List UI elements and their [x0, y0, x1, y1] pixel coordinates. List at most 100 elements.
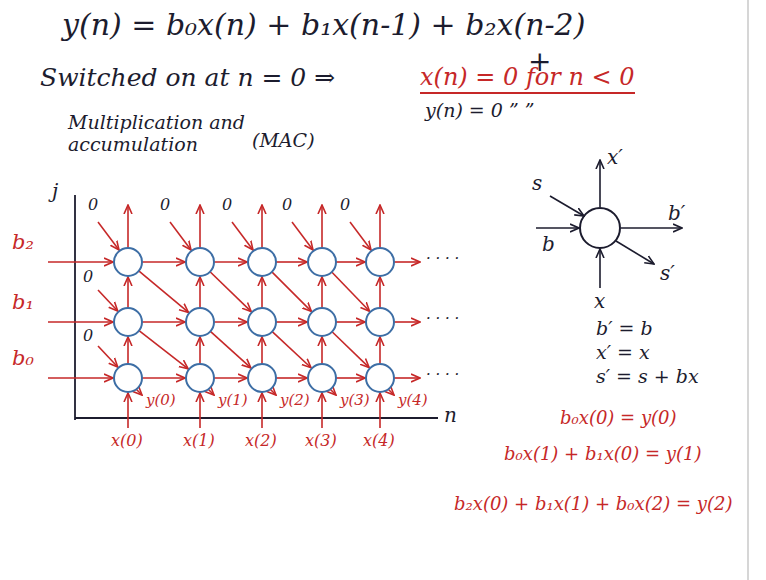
zero-input: 0 [340, 196, 350, 214]
zero-input: 0 [282, 196, 292, 214]
output-label: y(1) [218, 392, 248, 409]
input-line [321, 277, 323, 308]
output-label: y(0) [146, 392, 176, 409]
continuation-dots: · · · · [426, 250, 459, 267]
zero-input: 0 [83, 327, 93, 345]
input-line [127, 393, 129, 428]
partial-sum-line [272, 272, 311, 311]
input-line [261, 277, 263, 308]
partial-sum-line [170, 222, 191, 250]
cell-port-label: x [594, 290, 605, 313]
coefficient-line [336, 321, 365, 323]
partial-sum-line [210, 272, 251, 312]
s-input [550, 196, 584, 216]
partial-sum-line [98, 346, 118, 367]
b-output [621, 227, 682, 229]
input-label: x(2) [245, 432, 277, 450]
mac-circle [308, 248, 336, 276]
partial-sum-line [332, 272, 370, 311]
input-line [199, 393, 201, 428]
output-label: y(2) [280, 392, 310, 409]
mac-circle [114, 308, 142, 336]
coefficient-line [394, 261, 420, 263]
cell-port-label: s [532, 172, 542, 195]
mac-circle [248, 248, 276, 276]
mac-note: Multiplication and accumulation [68, 112, 248, 156]
input-line [261, 337, 263, 364]
continuation-dots: · · · · [426, 310, 459, 327]
partial-sum-line [272, 332, 311, 368]
coefficient-line [142, 321, 185, 323]
partial-sum-line [350, 222, 371, 250]
input-line [321, 337, 323, 364]
coefficient-line [276, 261, 307, 263]
output-label: y(4) [398, 392, 428, 409]
b-input [536, 227, 579, 229]
mac-circle [114, 364, 142, 392]
x-input [599, 249, 601, 288]
partial-sum-line [232, 222, 253, 250]
condition-note: Switched on at n = 0 ⇒ [40, 64, 335, 93]
input-label: x(0) [111, 432, 143, 450]
input-line [379, 205, 381, 248]
output-equation: b₀x(0) = y(0) [560, 408, 677, 429]
mac-circle [248, 308, 276, 336]
input-line [199, 337, 201, 364]
coefficient-line [142, 377, 185, 379]
output-equation: b₂x(0) + b₁x(1) + b₀x(2) = y(2) [454, 494, 744, 515]
cell-port-label: x′ [607, 146, 623, 169]
coefficient-line [394, 377, 420, 379]
coefficient-label: b₂ [12, 230, 34, 254]
input-line [379, 393, 381, 428]
mac-circle [308, 364, 336, 392]
coefficient-line [336, 261, 365, 263]
input-line [261, 393, 263, 428]
n-axis [75, 417, 438, 419]
cell-equation: x′ = x [596, 342, 650, 364]
zero-input: 0 [88, 196, 98, 214]
coefficient-line [214, 321, 247, 323]
partial-sum-line [332, 332, 369, 368]
partial-sum-line [98, 222, 119, 250]
axis-label: n [444, 404, 457, 427]
coefficient-line [142, 261, 185, 263]
mac-circle [366, 308, 394, 336]
input-line [199, 205, 201, 248]
coefficient-line [48, 377, 113, 379]
initial-condition: y(n) = 0 ” ” [425, 100, 534, 122]
input-label: x(1) [183, 432, 215, 450]
x-output [599, 160, 601, 207]
partial-sum-line [98, 290, 118, 311]
input-line [199, 277, 201, 308]
coefficient-line [48, 321, 113, 323]
output-label: y(3) [340, 392, 370, 409]
page-edge [747, 0, 749, 580]
coefficient-line [48, 261, 113, 263]
input-line [127, 337, 129, 364]
j-axis [74, 195, 76, 420]
mac-circle [114, 248, 142, 276]
coefficient-label: b₁ [12, 290, 34, 314]
input-line [261, 205, 263, 248]
partial-sum-line [210, 331, 250, 368]
axis-label: j [52, 180, 58, 203]
initial-condition: x(n) = 0 for n < 0 [420, 64, 635, 94]
mac-circle [186, 248, 214, 276]
cell-port-label: s′ [660, 262, 675, 285]
equation-title: y(n) = b₀x(n) + b₁x(n-1) + b₂x(n-2) [62, 8, 585, 43]
mac-note: (MAC) [252, 130, 315, 152]
coefficient-line [394, 321, 420, 323]
zero-input: 0 [160, 196, 170, 214]
coefficient-line [276, 321, 307, 323]
mac-circle [366, 364, 394, 392]
coefficient-label: b₀ [12, 346, 34, 370]
mac-circle [308, 308, 336, 336]
mac-grid [48, 205, 420, 428]
cell-port-label: b′ [668, 202, 685, 225]
mac-circle [248, 364, 276, 392]
coefficient-line [276, 377, 307, 379]
output-equation: b₀x(1) + b₁x(0) = y(1) [504, 444, 744, 465]
coefficient-line [214, 261, 247, 263]
continuation-dots: · · · · [426, 366, 459, 383]
input-line [379, 277, 381, 308]
